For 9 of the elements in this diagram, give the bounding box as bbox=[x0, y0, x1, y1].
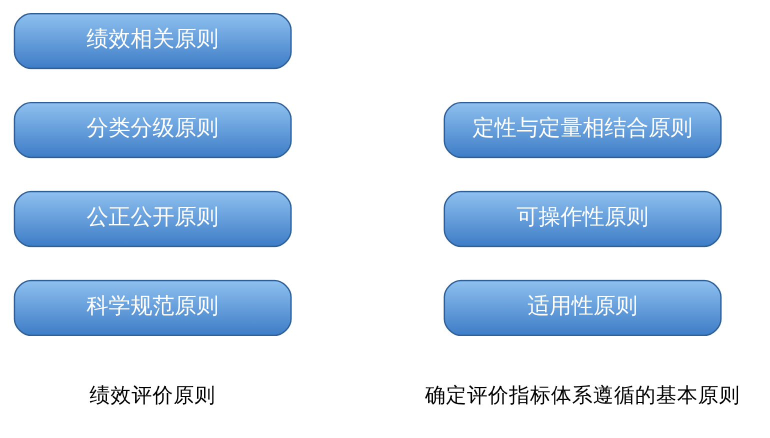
node-box: 适用性原则 bbox=[443, 280, 722, 336]
node-box: 分类分级原则 bbox=[13, 102, 292, 158]
node-box: 公正公开原则 bbox=[13, 190, 292, 248]
node-box: 绩效相关原则 bbox=[13, 12, 292, 70]
node-box: 科学规范原则 bbox=[13, 280, 292, 336]
node-box: 定性与定量相结合原则 bbox=[443, 102, 722, 158]
label: 绩效评价原则 bbox=[89, 382, 216, 407]
node-box: 可操作性原则 bbox=[443, 190, 722, 248]
label: 确定评价指标体系遵循的基本原则 bbox=[424, 382, 740, 407]
